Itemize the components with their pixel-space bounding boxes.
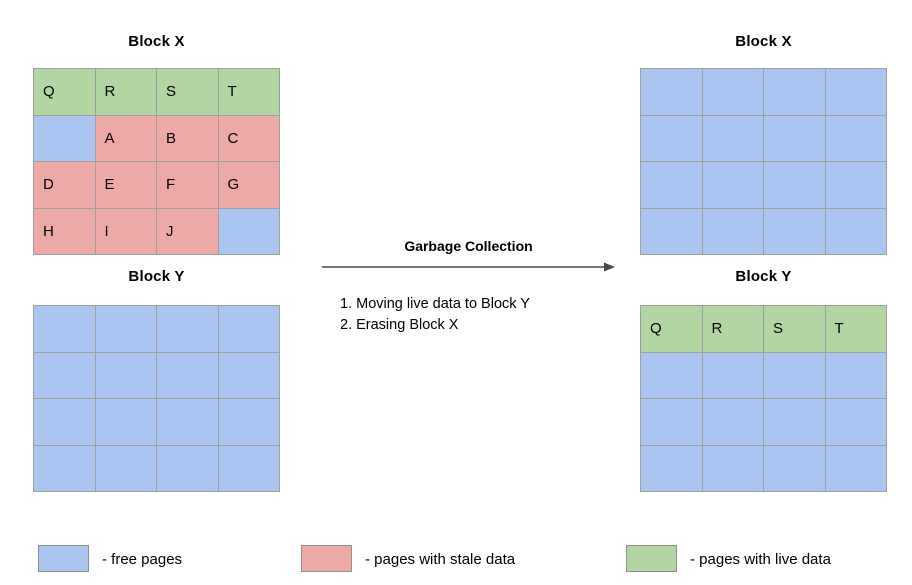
page-cell <box>702 445 763 491</box>
page-cell <box>764 69 825 115</box>
right-arrow-icon <box>322 258 616 276</box>
page-cell <box>34 445 95 491</box>
page-cell: T <box>825 306 886 352</box>
page-cell <box>702 115 763 161</box>
page-cell <box>157 306 218 352</box>
gc-step-1: 1. Moving live data to Block Y <box>340 296 530 312</box>
page-cell <box>825 445 886 491</box>
page-cell <box>157 399 218 445</box>
page-cell <box>641 208 702 254</box>
page-cell: D <box>34 162 95 208</box>
page-cell <box>95 352 156 398</box>
page-cell: J <box>157 208 218 254</box>
page-cell: G <box>218 162 279 208</box>
gc-step-2: 2. Erasing Block X <box>340 317 459 333</box>
page-cell <box>218 399 279 445</box>
page-cell <box>218 445 279 491</box>
page-cell <box>95 306 156 352</box>
page-cell <box>157 352 218 398</box>
page-cell <box>764 352 825 398</box>
page-cell <box>825 162 886 208</box>
page-cell <box>218 306 279 352</box>
page-cell <box>764 208 825 254</box>
legend-swatch-stale <box>301 545 352 572</box>
right-block-y-title: Block Y <box>735 268 792 285</box>
page-cell <box>825 115 886 161</box>
page-cell: F <box>157 162 218 208</box>
page-cell: A <box>95 115 156 161</box>
legend-label-free: - free pages <box>102 551 183 568</box>
page-cell: E <box>95 162 156 208</box>
page-cell: S <box>157 69 218 115</box>
page-cell <box>641 399 702 445</box>
legend-swatch-live <box>626 545 677 572</box>
page-cell <box>764 115 825 161</box>
page-cell <box>825 399 886 445</box>
left-block-x-title: Block X <box>128 33 185 50</box>
page-cell <box>34 306 95 352</box>
page-cell <box>34 399 95 445</box>
page-cell: Q <box>34 69 95 115</box>
page-cell: T <box>218 69 279 115</box>
page-cell <box>702 69 763 115</box>
page-cell <box>218 352 279 398</box>
page-cell <box>641 445 702 491</box>
garbage-collection-title: Garbage Collection <box>404 238 533 254</box>
left-block-y-grid <box>33 305 280 492</box>
legend-label-stale: - pages with stale data <box>365 551 516 568</box>
legend-label-live: - pages with live data <box>690 551 831 568</box>
page-cell: C <box>218 115 279 161</box>
page-cell: R <box>702 306 763 352</box>
right-block-x-grid <box>640 68 887 255</box>
page-cell <box>34 352 95 398</box>
page-cell <box>825 352 886 398</box>
page-cell <box>702 399 763 445</box>
page-cell <box>157 445 218 491</box>
page-cell <box>34 115 95 161</box>
page-cell <box>218 208 279 254</box>
page-cell <box>641 352 702 398</box>
page-cell: I <box>95 208 156 254</box>
page-cell <box>95 399 156 445</box>
page-cell: S <box>764 306 825 352</box>
page-cell <box>764 399 825 445</box>
page-cell <box>702 162 763 208</box>
page-cell <box>641 69 702 115</box>
left-block-y-title: Block Y <box>128 268 185 285</box>
garbage-collection-steps: 1. Moving live data to Block Y 2. Erasin… <box>340 294 530 336</box>
page-cell: R <box>95 69 156 115</box>
page-cell <box>95 445 156 491</box>
page-cell <box>825 69 886 115</box>
page-cell <box>641 162 702 208</box>
page-cell <box>702 208 763 254</box>
page-cell <box>641 115 702 161</box>
page-cell: Q <box>641 306 702 352</box>
right-block-x-title: Block X <box>735 33 792 50</box>
legend-swatch-free <box>38 545 89 572</box>
page-cell: H <box>34 208 95 254</box>
page-cell <box>825 208 886 254</box>
page-cell <box>702 352 763 398</box>
page-cell <box>764 445 825 491</box>
page-cell <box>764 162 825 208</box>
page-cell: B <box>157 115 218 161</box>
